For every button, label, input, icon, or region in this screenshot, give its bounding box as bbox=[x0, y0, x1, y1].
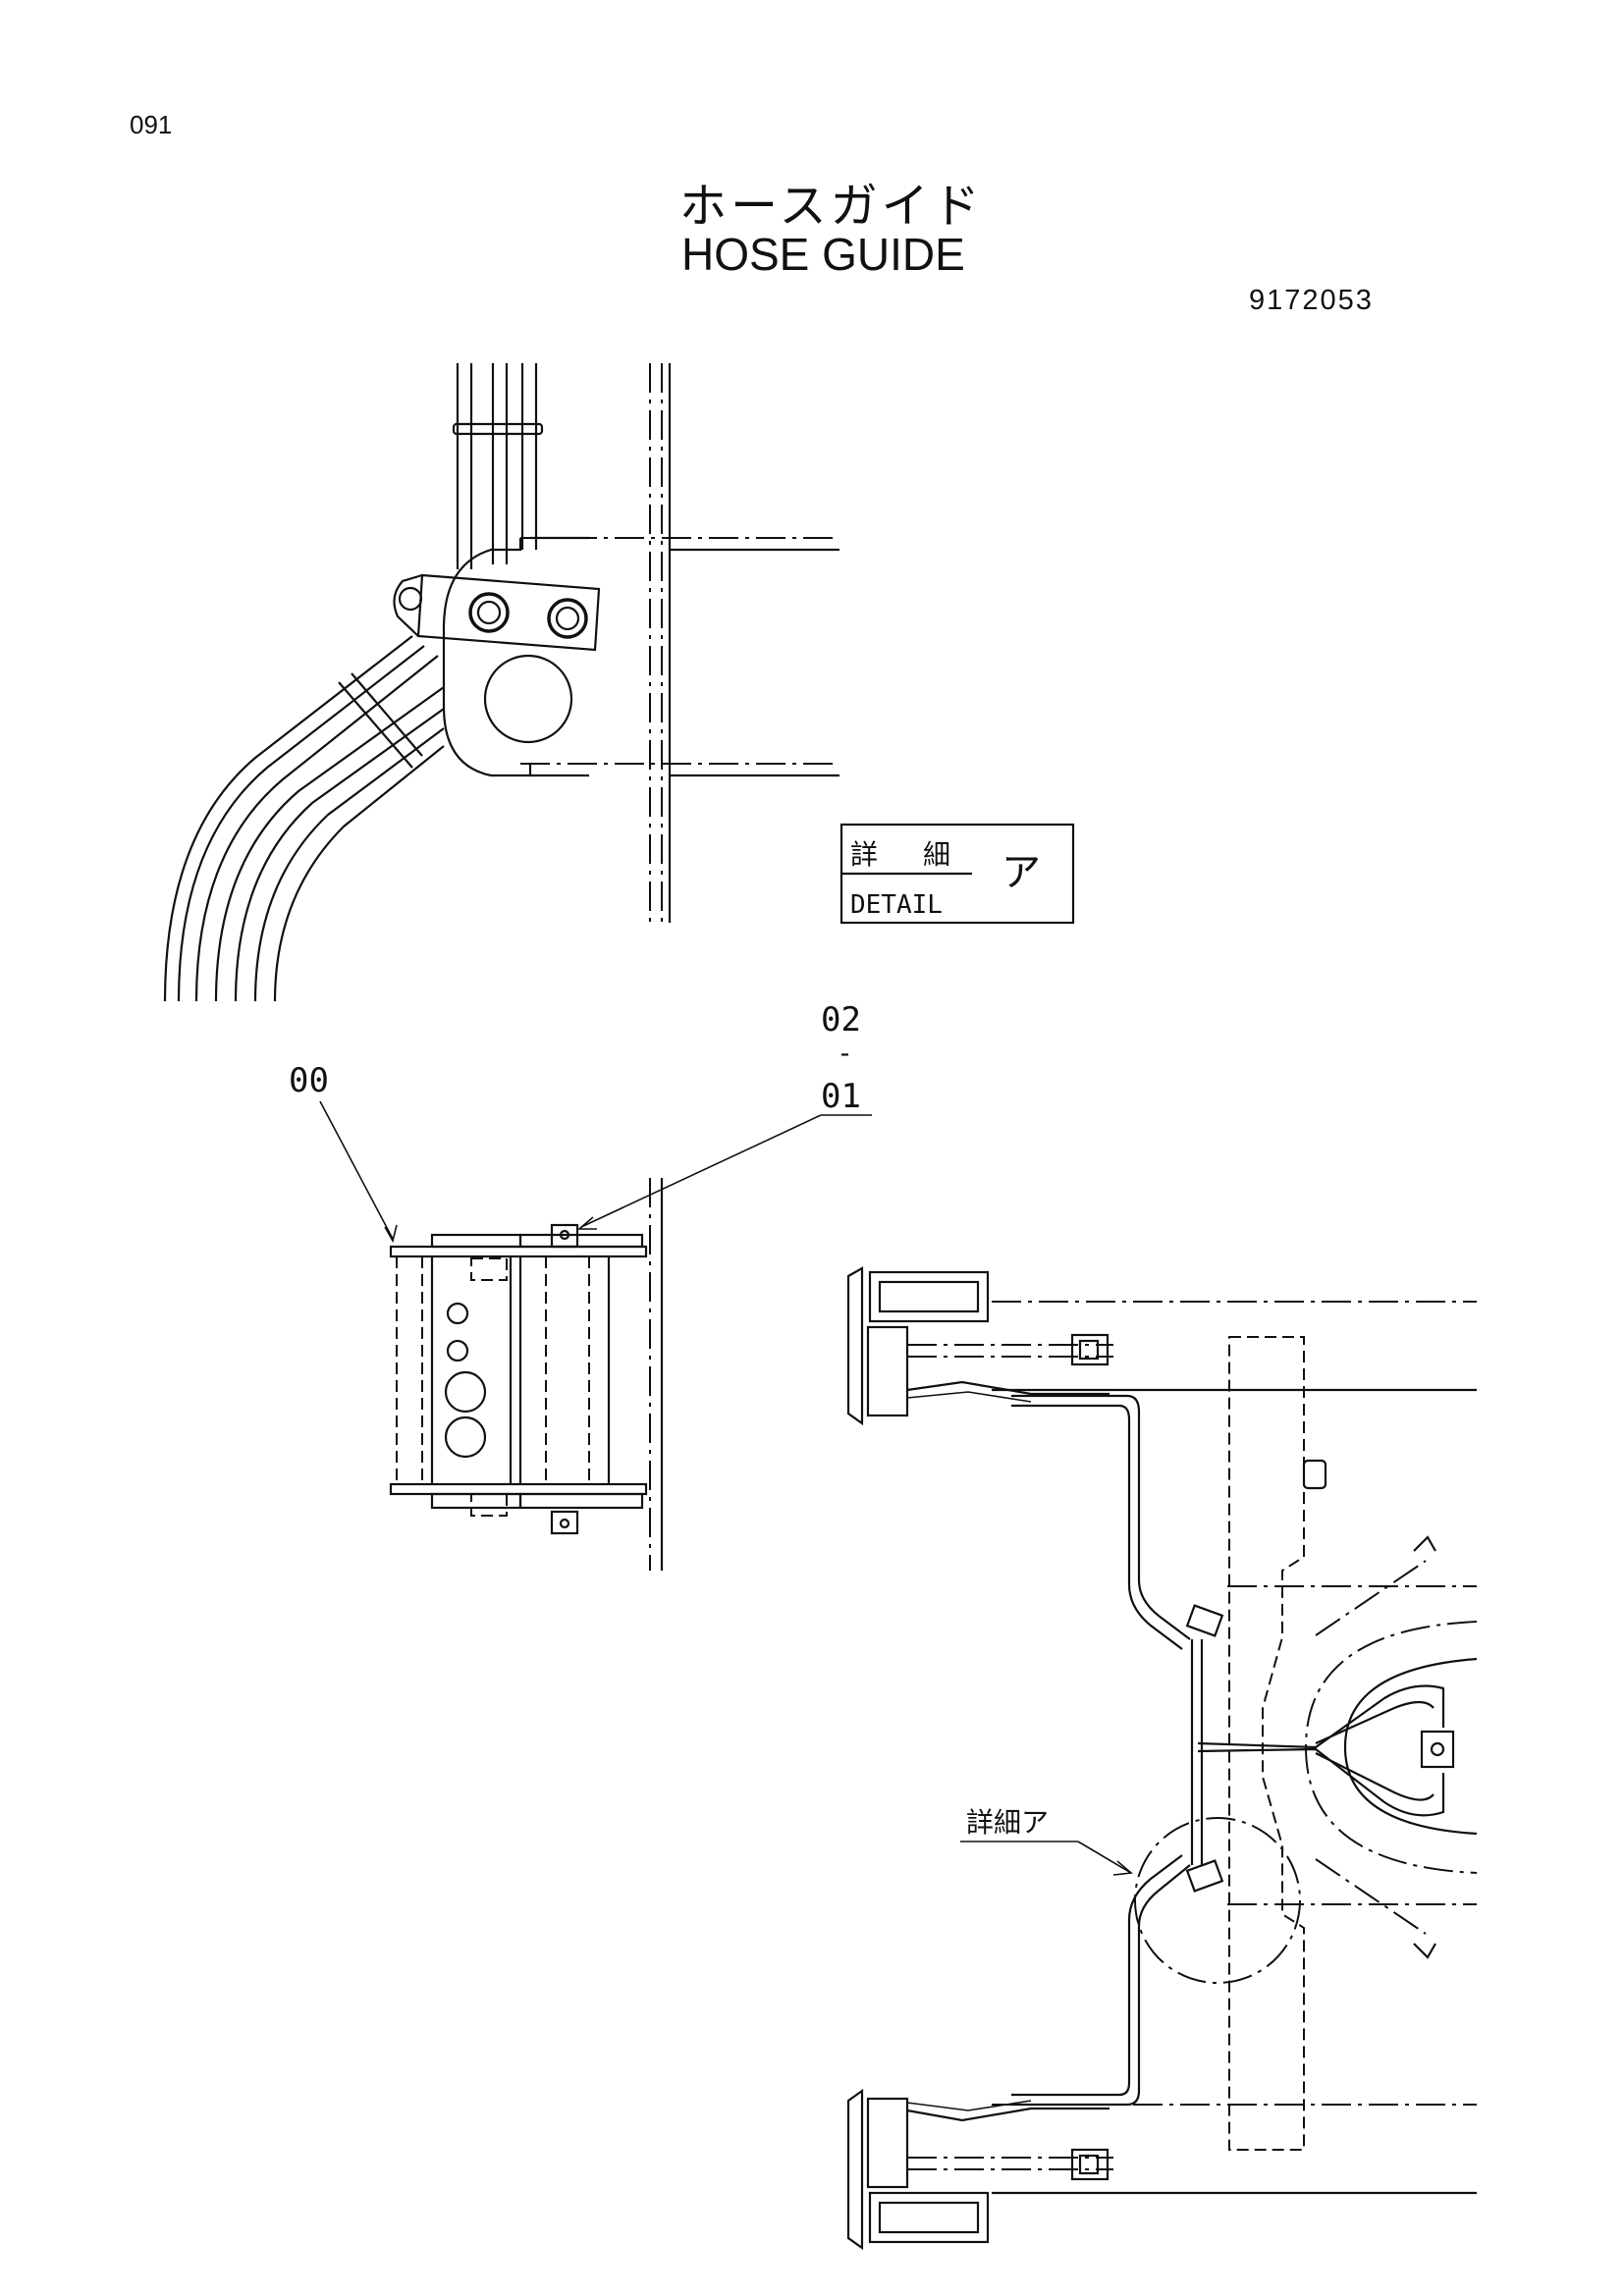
detail-jp-right: 細 bbox=[923, 838, 950, 871]
callout-01: 01 bbox=[821, 1077, 861, 1116]
plan-view bbox=[846, 1266, 1478, 2251]
detail-reference-label: 詳細ア bbox=[966, 1806, 1049, 1839]
detail-jp-left: 詳 bbox=[850, 838, 878, 871]
title-english: HOSE GUIDE bbox=[681, 229, 965, 280]
detail-label-box: 詳 細 DETAIL ア bbox=[839, 823, 1075, 925]
detail-en: DETAIL bbox=[850, 890, 943, 920]
callout-dash: - bbox=[837, 1037, 853, 1069]
part-number: 9172053 bbox=[1249, 285, 1374, 316]
title-japanese: ホースガイド bbox=[679, 179, 984, 234]
callout-00: 00 bbox=[289, 1061, 329, 1100]
side-view bbox=[319, 1100, 872, 1571]
callout-02: 02 bbox=[821, 1000, 861, 1040]
page-number: 091 bbox=[130, 110, 173, 139]
detail-view bbox=[163, 363, 839, 1002]
detail-mark: ア bbox=[1001, 850, 1041, 895]
